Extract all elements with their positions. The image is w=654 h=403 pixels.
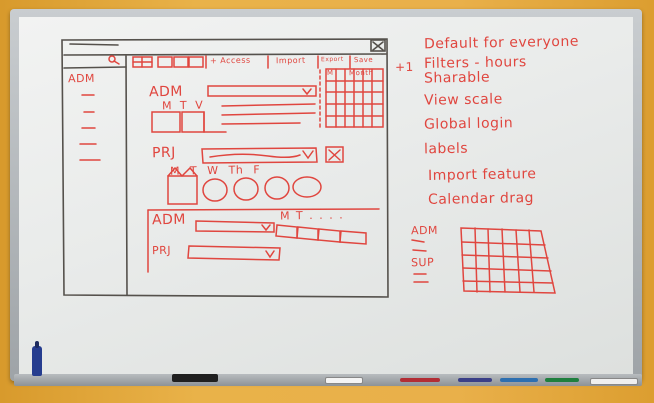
export-button-label[interactable]: Export — [320, 55, 344, 64]
blue-marker[interactable] — [32, 346, 42, 376]
eraser[interactable] — [172, 374, 218, 382]
prj-days: M T W Th F — [169, 163, 261, 178]
adm-label: ADM — [148, 83, 184, 101]
view-prefix: M — [326, 68, 334, 78]
note-item: View scale — [423, 91, 503, 109]
note-item: Sharable — [423, 69, 491, 87]
adm-dropdown — [207, 85, 317, 97]
marker-tip — [35, 341, 39, 348]
note-item: Calendar drag — [427, 190, 535, 208]
import-button-label[interactable]: Import — [275, 55, 306, 66]
red-marker[interactable] — [400, 378, 440, 382]
prj-label: PRJ — [151, 144, 176, 162]
note-item: labels — [423, 140, 469, 158]
plus-one-note: +1 — [394, 59, 414, 75]
bottom-adm-label: ADM — [151, 211, 187, 229]
blue-marker-2[interactable] — [500, 378, 538, 382]
white-marker-2[interactable] — [590, 378, 638, 385]
bottom-days: M T . . . . — [279, 208, 344, 223]
access-button-label[interactable]: + Access — [209, 55, 251, 66]
white-marker[interactable] — [325, 377, 363, 384]
note-item: Import feature — [427, 166, 537, 184]
side-sup-label: SUP — [410, 255, 435, 270]
month-label: Month — [348, 68, 374, 78]
month-grid — [325, 68, 384, 128]
calendar-sketch — [460, 227, 556, 294]
green-marker[interactable] — [545, 378, 579, 382]
sidebar-label: ADM — [67, 71, 96, 86]
prj-dropdown — [201, 147, 318, 164]
note-item: Default for everyone — [423, 33, 580, 53]
bottom-prj-label: PRJ — [151, 243, 172, 258]
purple-marker[interactable] — [458, 378, 492, 382]
save-button-label[interactable]: Save — [353, 55, 374, 65]
side-adm-label: ADM — [410, 223, 439, 238]
adm-days: M T V — [161, 98, 204, 113]
close-icon — [370, 39, 386, 52]
search-icon — [108, 55, 116, 63]
note-item: Global login — [423, 115, 514, 133]
wireframe-window — [61, 38, 389, 298]
